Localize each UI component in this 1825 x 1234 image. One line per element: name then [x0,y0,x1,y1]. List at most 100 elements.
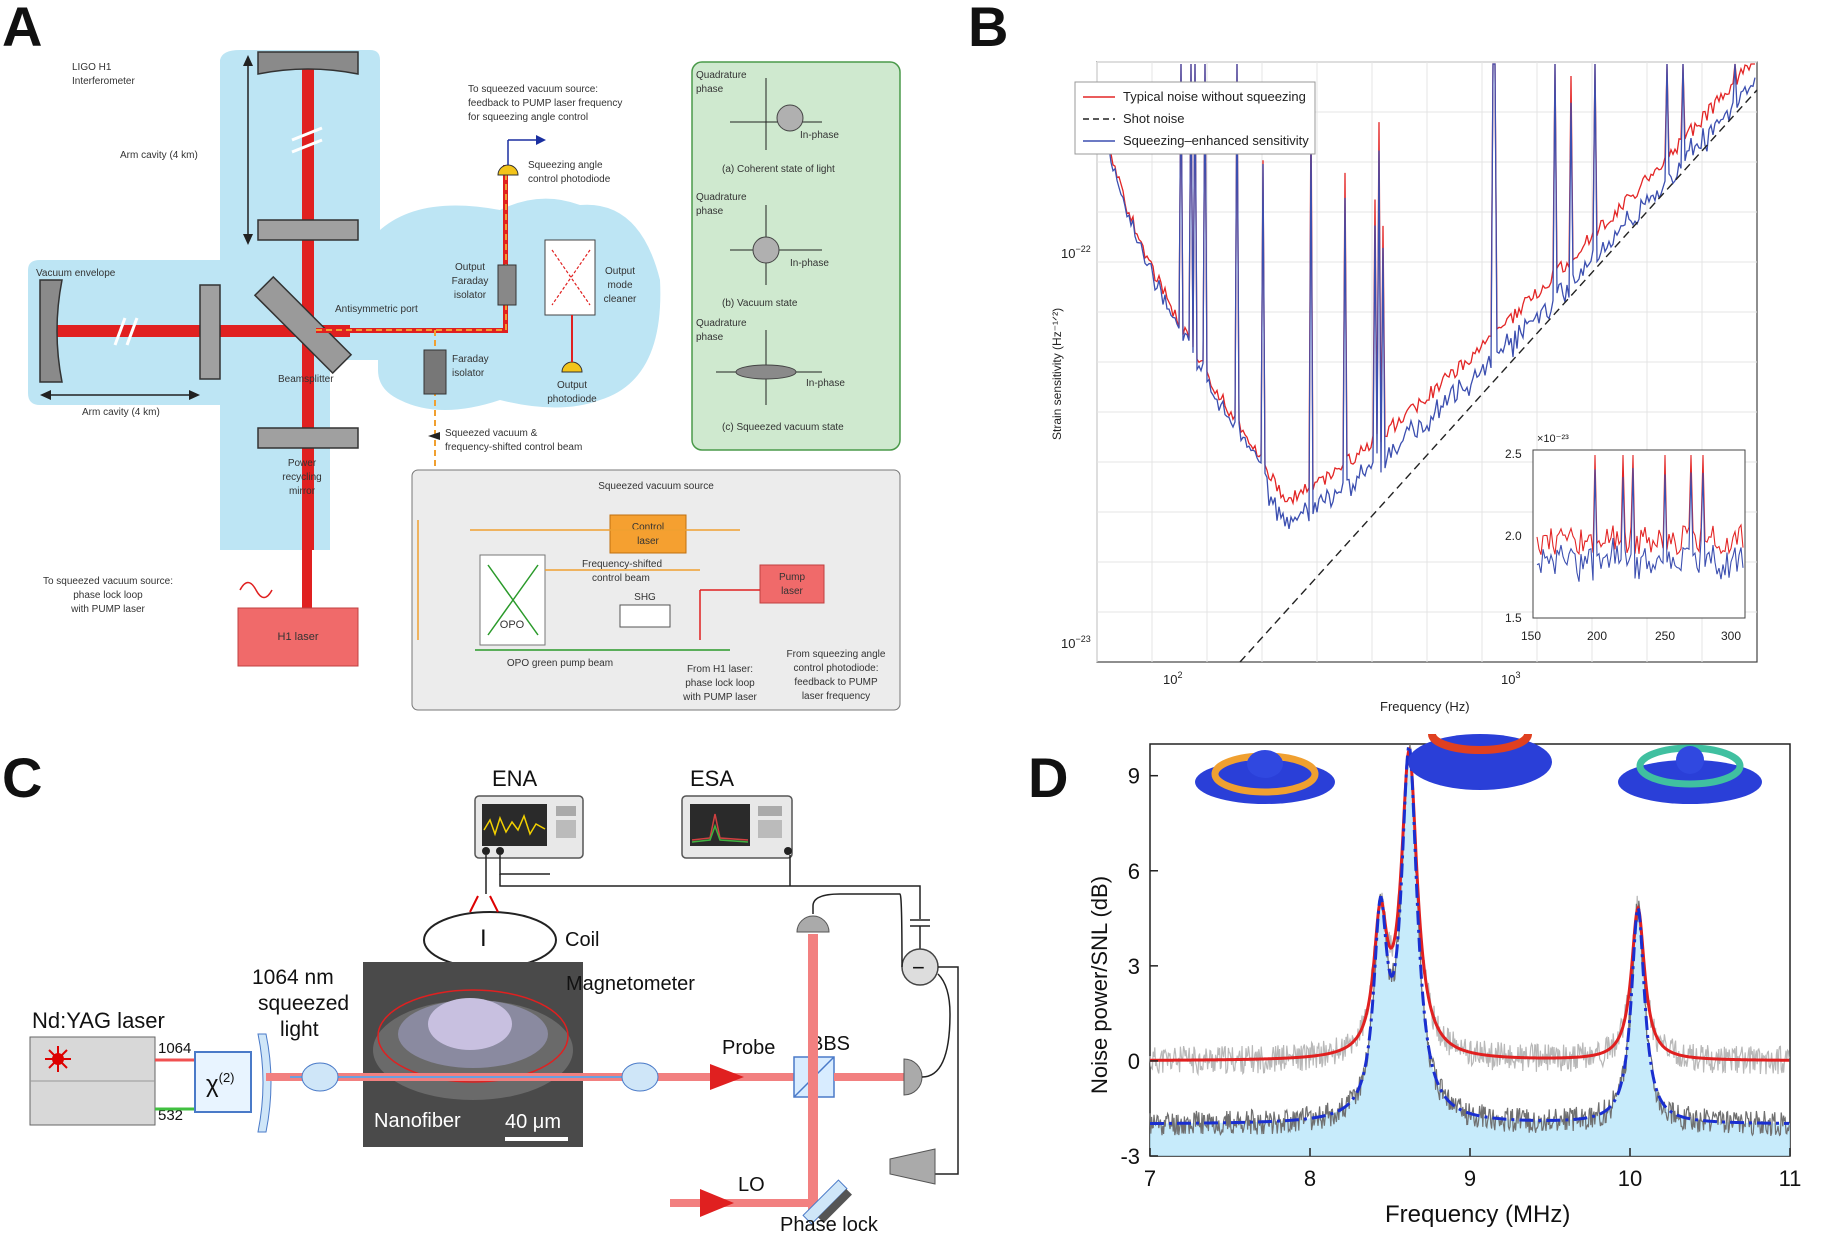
ligo-title-2: Interferometer [72,76,135,87]
b-ytick-top: 10−22 [1061,244,1091,261]
control-laser [609,514,687,554]
b-ylabel: Strain sensitivity (Hz⁻¹ᐟ²) [1050,308,1064,440]
output-faraday-2: Faraday [452,276,489,287]
vacuum-state: Quadrature phase In-phase (b) Vacuum sta… [696,192,829,309]
opo-label: OPO [500,619,525,631]
d-xtick-label: 11 [1779,1166,1802,1191]
freq-shifted-2: control beam [592,573,650,584]
power-recycling-label-2: recycling [282,472,321,483]
arm-cavity-h-label: Arm cavity (4 km) [82,407,160,418]
d-ytick-label: 6 [1128,859,1140,884]
beamsplitter-label: Beamsplitter [278,374,334,385]
mode-shape-2 [1408,734,1552,790]
shg-box [619,604,671,628]
pump-laser-2: laser [781,586,803,597]
esa-label: ESA [690,766,734,791]
bbs-label: BBS [810,1033,850,1055]
omc-label-1: Output [605,266,635,277]
d-series-blue [1149,741,1790,1126]
from-h1-3: with PUMP laser [682,692,757,703]
d-xtick-label: 9 [1464,1166,1476,1191]
minus-label: − [912,955,925,980]
from-h1-1: From H1 laser: [687,664,753,675]
panel-letter-d: D [1028,746,1069,809]
d-xtick-label: 8 [1304,1166,1316,1191]
itm-horizontal [199,284,221,380]
ena-instrument[interactable] [474,795,584,859]
d-series-group: 7 8 9 10 11 -3 0 3 6 9 [1120,741,1802,1191]
from-sq-1: From squeezing angle [787,649,886,660]
current-label: I [480,925,487,952]
faraday-label-2: isolator [452,368,485,379]
to-source-bottom-3: with PUMP laser [70,604,145,615]
ena-label: ENA [492,766,538,791]
in-phase-c: In-phase [806,378,845,389]
panel-letter-b: B [968,0,1009,58]
noise-without-squeezing [1104,63,1755,506]
d-ytick-label: -3 [1120,1144,1140,1169]
squeezing-enhanced-sensitivity [1104,63,1756,530]
legend-red: Typical noise without squeezing [1123,89,1306,104]
legend-shot: Shot noise [1123,111,1184,126]
wl-532: 532 [158,1107,183,1124]
inset-ytick-2: 1.5 [1505,611,1522,625]
nanofiber-label: Nanofiber [374,1110,461,1132]
wl-1064: 1064 [158,1040,191,1057]
output-mode-cleaner [544,239,596,316]
pump-laser-1: Pump [779,572,806,583]
coupler-right [621,1062,659,1092]
output-photodiode [561,361,583,373]
magnetometer-label: Magnetometer [566,973,695,995]
coil [423,911,557,969]
state-c-label: (c) Squeezed vacuum state [722,422,844,433]
d-xtick-label: 10 [1618,1166,1642,1191]
chi2-crystal [194,1051,252,1113]
d-ylabel: Noise power/SNL (dB) [1087,876,1112,1094]
control-laser-2: laser [637,536,659,547]
squeezed-2: squeezed [258,992,349,1015]
vertical-beam [302,55,314,550]
laser-label: Nd:YAG laser [32,1008,165,1033]
from-h1-2: phase lock loop [685,678,755,689]
quad-phase-c-2: phase [696,332,724,343]
arm-cavity-v-label: Arm cavity (4 km) [120,150,198,161]
d-ytick-label: 0 [1128,1049,1140,1074]
inset-blue [1536,468,1744,582]
mode-shape-3 [1618,744,1762,804]
b-xtick-1: 102 [1163,670,1182,687]
shg-label: SHG [634,592,656,603]
d-ytick-label: 3 [1128,954,1140,979]
inset-ytick-1: 2.0 [1505,529,1522,543]
output-pd-1: Output [557,380,587,391]
legend-box [1074,81,1316,155]
d-series-red [1149,746,1790,1062]
panel-a-diagram: LIGO H1 Interferometer Arm cavity (4 km)… [28,50,901,711]
d-xlabel: Frequency (MHz) [1385,1201,1570,1228]
pump-laser [759,564,825,604]
coupler-left [301,1062,339,1092]
sq-pd-1: Squeezing angle [528,160,603,171]
opo-green-label: OPO green pump beam [507,658,613,669]
detector-top [796,915,830,933]
d-noise-dark [1149,743,1790,1137]
power-recycling-label-3: mirror [289,486,316,497]
to-source-top-1: To squeezed vacuum source: [468,84,598,95]
squeezing-angle-photodiode [497,164,519,176]
freq-shifted-1: Frequency-shifted [582,559,662,570]
sqz-beam-2: frequency-shifted control beam [445,442,582,453]
esa-instrument[interactable] [681,795,793,859]
output-faraday-1: Output [455,262,485,273]
power-recycling-mirror [257,427,359,449]
coil-label: Coil [565,929,599,951]
squeezer-mirror [257,1033,272,1133]
power-recycling-label-1: Power [288,458,317,469]
d-plot-frame [1149,743,1791,1157]
b-xtick-2: 103 [1501,670,1520,687]
from-sq-4: laser frequency [802,691,870,702]
phase-lock-actuator [889,1148,936,1185]
beamsplitter [253,275,353,375]
d-ytick-label: 9 [1128,764,1140,789]
inset-xtick-3: 300 [1721,629,1741,643]
d-xtick-label: 7 [1144,1166,1156,1191]
inset-xtick-1: 200 [1587,629,1607,643]
